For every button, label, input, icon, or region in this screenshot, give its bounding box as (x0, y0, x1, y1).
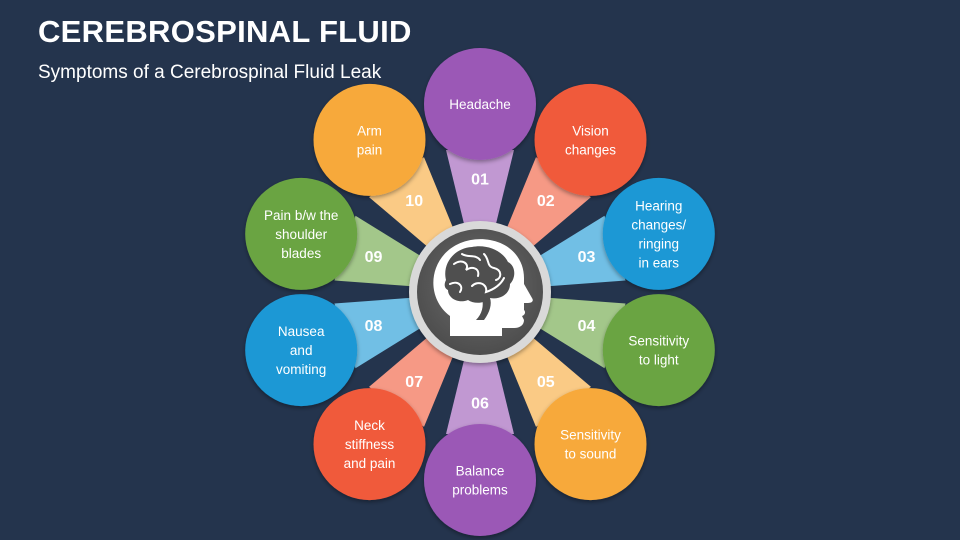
symptom-node-06: Balance problems (424, 424, 536, 536)
symptom-circle-01 (424, 48, 536, 160)
symptom-node-08: Nausea and vomiting (245, 294, 358, 407)
symptom-label-09-line-3: blades (281, 246, 321, 261)
symptom-circle-02 (534, 83, 647, 196)
symptom-circle-09 (245, 177, 358, 290)
symptom-label-07-line-3: and pain (344, 456, 396, 471)
symptom-label-08-line-2: and (290, 343, 313, 358)
symptom-node-02: Vision changes (534, 83, 647, 196)
symptom-label-08-line-3: vomiting (276, 362, 326, 377)
page-title: CEREBROSPINAL FLUID (38, 14, 412, 49)
symptom-circle-08 (245, 294, 358, 407)
step-number-09: 09 (365, 249, 383, 266)
symptom-label-07-line-1: Neck (354, 418, 385, 433)
symptom-circle-03 (602, 177, 715, 290)
spoke-02 (503, 157, 591, 252)
human-head-brain-icon (433, 239, 533, 336)
symptom-circle-10 (313, 83, 426, 196)
symptom-label-05-line-2: to sound (565, 447, 617, 462)
page-subtitle: Symptoms of a Cerebrospinal Fluid Leak (38, 62, 382, 83)
spoke-03 (532, 215, 626, 287)
spoke-08 (334, 297, 428, 369)
symptom-node-01: Headache (424, 48, 536, 160)
symptom-label-01-line-1: Headache (449, 97, 511, 112)
step-number-05: 05 (537, 374, 555, 391)
symptom-label-04-line-1: Sensitivity (628, 334, 689, 349)
symptom-label-04-line-2: to light (639, 353, 679, 368)
symptom-label-10-line-1: Arm (357, 123, 382, 138)
symptom-node-10: Arm pain (313, 83, 426, 196)
symptom-label-02-line-2: changes (565, 142, 616, 157)
symptom-circle-04 (602, 294, 715, 407)
symptom-label-07-line-2: stiffness (345, 437, 395, 452)
symptom-label-08-line-1: Nausea (278, 324, 325, 339)
symptom-label-09-line-1: Pain b/w the (264, 208, 338, 223)
step-number-06: 06 (471, 396, 489, 413)
step-number-08: 08 (365, 318, 383, 335)
symptom-label-10-line-2: pain (357, 142, 383, 157)
symptom-label-09-line-2: shoulder (275, 227, 327, 242)
step-number-10: 10 (405, 193, 423, 210)
symptom-label-05-line-1: Sensitivity (560, 428, 621, 443)
spokes-layer: 01 02 03 04 05 06 07 08 09 10 (334, 150, 626, 434)
symptom-label-06-line-1: Balance (456, 464, 505, 479)
spoke-10 (369, 157, 457, 252)
step-number-07: 07 (405, 374, 423, 391)
symptom-node-05: Sensitivity to sound (534, 388, 647, 501)
symptom-label-03-line-1: Hearing (635, 198, 682, 213)
center-hub (409, 221, 551, 363)
symptom-label-03-line-2: changes/ (631, 217, 686, 232)
step-number-04: 04 (578, 318, 596, 335)
step-number-01: 01 (471, 172, 489, 189)
spoke-01 (446, 150, 514, 232)
symptom-label-03-line-3: ringing (639, 236, 680, 251)
symptom-circle-05 (534, 388, 647, 501)
step-number-03: 03 (578, 249, 596, 266)
spoke-05 (503, 332, 591, 427)
symptom-node-09: Pain b/w the shoulder blades (245, 177, 358, 290)
spoke-09 (334, 215, 428, 287)
spoke-04 (532, 297, 626, 369)
symptom-label-03-line-4: in ears (639, 255, 680, 270)
symptom-node-03: Hearing changes/ringing in ears (602, 177, 715, 290)
symptom-label-06-line-2: problems (452, 483, 508, 498)
symptom-node-07: Neck stiffness and pain (313, 388, 426, 501)
step-number-02: 02 (537, 193, 555, 210)
symptom-node-04: Sensitivity to light (602, 294, 715, 407)
symptom-circle-06 (424, 424, 536, 536)
symptom-label-02-line-1: Vision (572, 123, 609, 138)
spoke-06 (446, 352, 514, 434)
spoke-07 (369, 332, 457, 427)
symptom-circle-07 (313, 388, 426, 501)
